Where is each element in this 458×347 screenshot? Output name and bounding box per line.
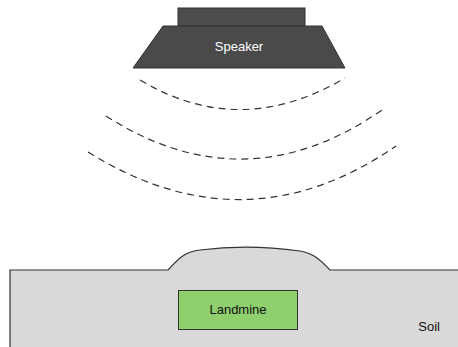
region-label: Soil: [418, 319, 440, 335]
landmine-box: Landmine: [178, 290, 298, 330]
sound-wave: [106, 110, 382, 159]
speaker-magnet: [178, 8, 305, 26]
sound-wave: [88, 146, 396, 200]
soil-surface: [10, 247, 458, 347]
speaker-cone: [133, 26, 345, 68]
soil-band: Soil Landmine: [10, 270, 458, 347]
node-label: Landmine: [209, 302, 266, 318]
speaker-shape: [133, 8, 345, 68]
soil-ground: [10, 247, 458, 347]
sound-waves: [88, 78, 396, 200]
speaker-box: Speaker: [133, 8, 345, 68]
node-label: Speaker: [215, 39, 263, 55]
sound-wave: [140, 78, 345, 110]
